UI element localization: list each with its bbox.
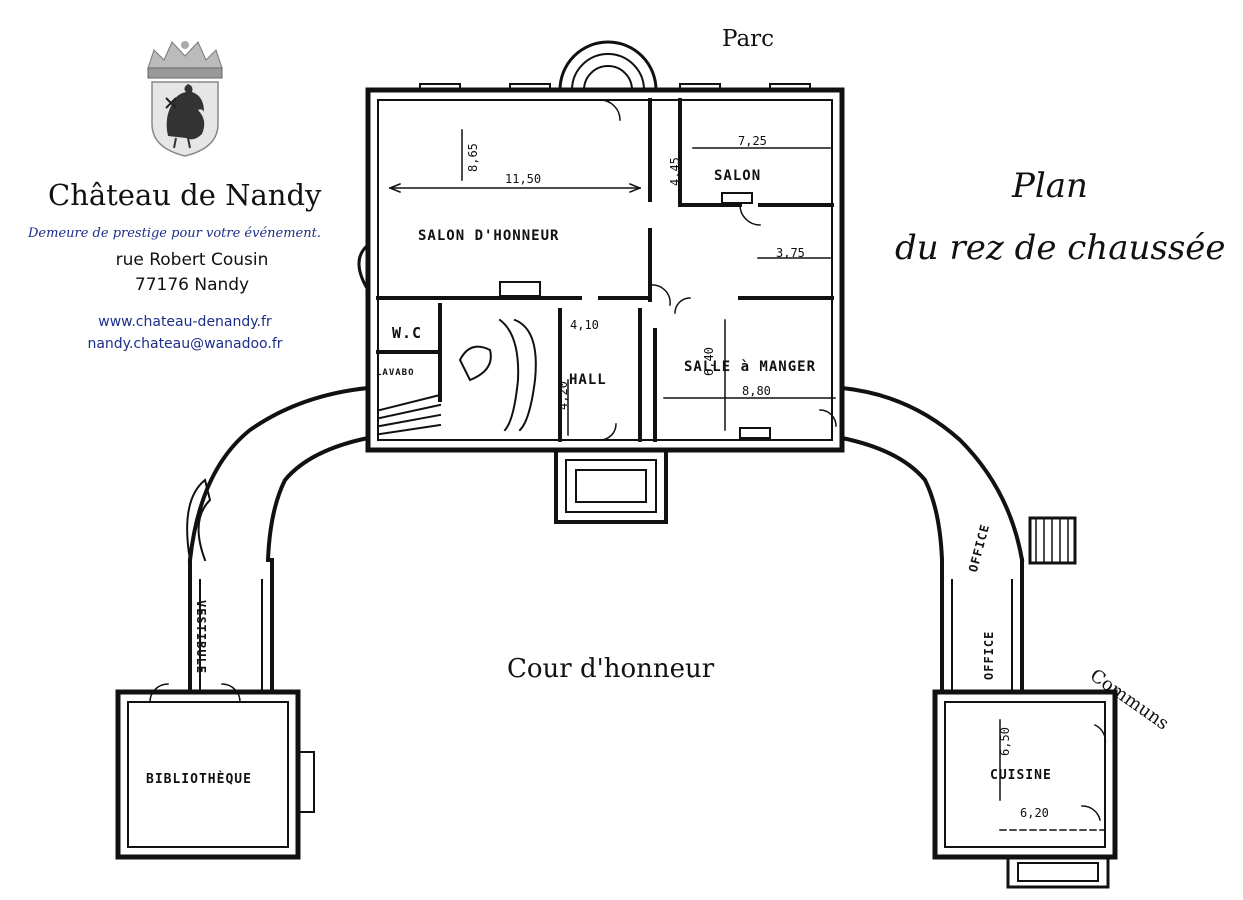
dim-salle-manger-width: 6,40 bbox=[702, 347, 716, 376]
label-park: Parc bbox=[722, 26, 775, 52]
dim-hall-depth: 4,20 bbox=[556, 381, 570, 410]
dim-hall-width: 4,10 bbox=[570, 318, 599, 332]
room-vestibule: VESTIBULE bbox=[194, 600, 208, 675]
crest-logo bbox=[147, 41, 223, 157]
dim-cuisine-width: 6,50 bbox=[998, 727, 1012, 756]
room-salle-manger: SALLE à MANGER bbox=[684, 359, 817, 375]
chateau-title: Château de Nandy bbox=[48, 178, 322, 212]
email-link[interactable]: nandy.chateau@wanadoo.fr bbox=[87, 336, 283, 352]
dim-salon-honneur-length: 11,50 bbox=[505, 172, 542, 186]
room-wc: W.C bbox=[392, 324, 423, 342]
room-salon: SALON bbox=[714, 168, 762, 184]
tagline: Demeure de prestige pour votre événement… bbox=[28, 226, 321, 241]
dim-salon-depth: 3,75 bbox=[776, 246, 805, 260]
postal-city: 77176 Nandy bbox=[134, 275, 250, 295]
plan-title-line2: du rez de chaussée bbox=[895, 228, 1226, 268]
room-bibliotheque: BIBLIOTHÈQUE bbox=[146, 772, 252, 787]
dim-salle-manger-length: 8,80 bbox=[742, 384, 771, 398]
dim-salon-honneur-width: 8,65 bbox=[466, 143, 480, 172]
room-hall: HALL bbox=[569, 372, 607, 388]
room-office-2: OFFICE bbox=[982, 630, 996, 680]
room-salon-honneur: SALON D'HONNEUR bbox=[418, 228, 560, 244]
room-lavabo: LAVABO bbox=[376, 368, 415, 378]
dim-salon-length: 7,25 bbox=[738, 134, 767, 148]
street-address: rue Robert Cousin bbox=[115, 250, 269, 270]
website-link[interactable]: www.chateau-denandy.fr bbox=[98, 314, 272, 330]
plan-title-line1: Plan bbox=[1012, 166, 1088, 206]
dim-cuisine-length: 6,20 bbox=[1020, 806, 1049, 820]
dim-salon-width: 4,45 bbox=[668, 157, 682, 186]
room-cuisine: CUISINE bbox=[990, 768, 1052, 783]
label-court: Cour d'honneur bbox=[507, 654, 715, 684]
